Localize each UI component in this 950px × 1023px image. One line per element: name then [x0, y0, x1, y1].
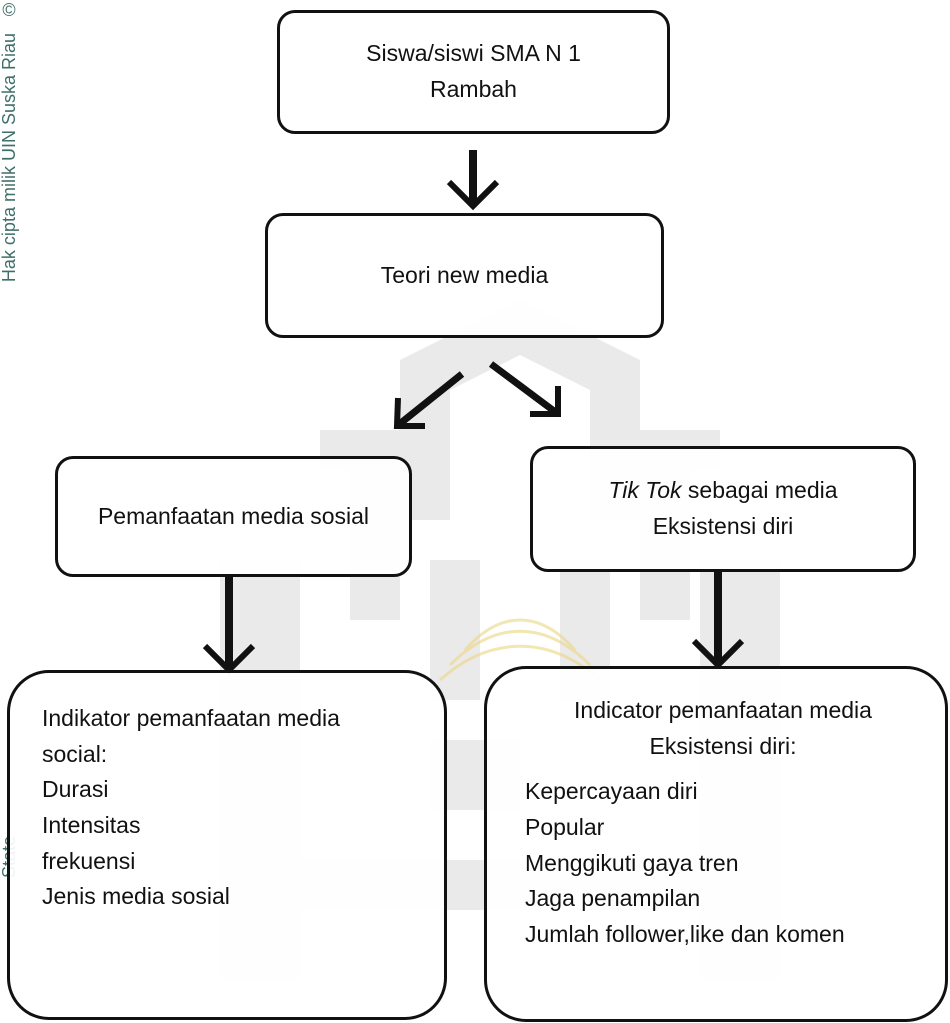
- arrow-middle-to-left: [394, 371, 465, 429]
- box-existence-indicators-title-1: Indicator pemanfaatan media: [574, 697, 872, 723]
- existence-indicator-list: Kepercayaan diri Popular Menggikuti gaya…: [525, 774, 921, 952]
- indicator-item: Jumlah follower,like dan komen: [525, 920, 845, 947]
- indicator-item: Durasi: [42, 776, 109, 803]
- box-tiktok-existence-line-2: Eksistensi diri: [652, 513, 794, 539]
- box-tiktok-existence: Tik Tok sebagai media Eksistensi diri: [530, 446, 916, 572]
- copyright-watermark: © Hak cipta milik UIN Suska Riau State: [0, 0, 19, 1023]
- indicator-item: Intensitas: [42, 811, 141, 838]
- box-students-line-2: Rambah: [430, 76, 517, 102]
- box-social-media-use: Pemanfaatan media sosial: [55, 456, 412, 577]
- box-social-media-indicators-title-2: social:: [42, 740, 108, 767]
- box-tiktok-existence-line-1: Tik Tok sebagai media: [608, 473, 837, 509]
- indicator-item: Popular: [525, 813, 605, 840]
- box-social-media-indicators: Indikator pemanfaatan media social: Dura…: [7, 670, 447, 1020]
- box-new-media-theory-text: Teori new media: [380, 261, 549, 288]
- box-social-media-use-text: Pemanfaatan media sosial: [97, 502, 370, 529]
- tiktok-italic-label: Tik Tok: [608, 477, 682, 504]
- box-new-media-theory: Teori new media: [265, 213, 664, 338]
- box-social-media-indicators-title-1: Indikator pemanfaatan media: [42, 705, 340, 731]
- indicator-item: Menggikuti gaya tren: [525, 849, 739, 876]
- box-existence-indicators: Indicator pemanfaatan media Eksistensi d…: [484, 666, 948, 1022]
- indicator-item: Jenis media sosial: [42, 883, 230, 910]
- indicator-item: frekuensi: [42, 847, 136, 874]
- box-students-line-1: Siswa/siswi SMA N 1: [366, 40, 581, 67]
- box-existence-indicators-title-2: Eksistensi diri:: [649, 732, 797, 759]
- arrow-middle-to-right: [488, 361, 561, 417]
- indicator-item: Jaga penampilan: [525, 885, 701, 912]
- tiktok-line-1-rest: sebagai media: [681, 477, 838, 504]
- box-students: Siswa/siswi SMA N 1 Rambah: [277, 10, 670, 134]
- social-media-indicator-list: Durasi Intensitas frekuensi Jenis media …: [42, 772, 418, 915]
- indicator-item: Kepercayaan diri: [525, 778, 698, 805]
- copyright-symbol: ©: [2, 0, 16, 20]
